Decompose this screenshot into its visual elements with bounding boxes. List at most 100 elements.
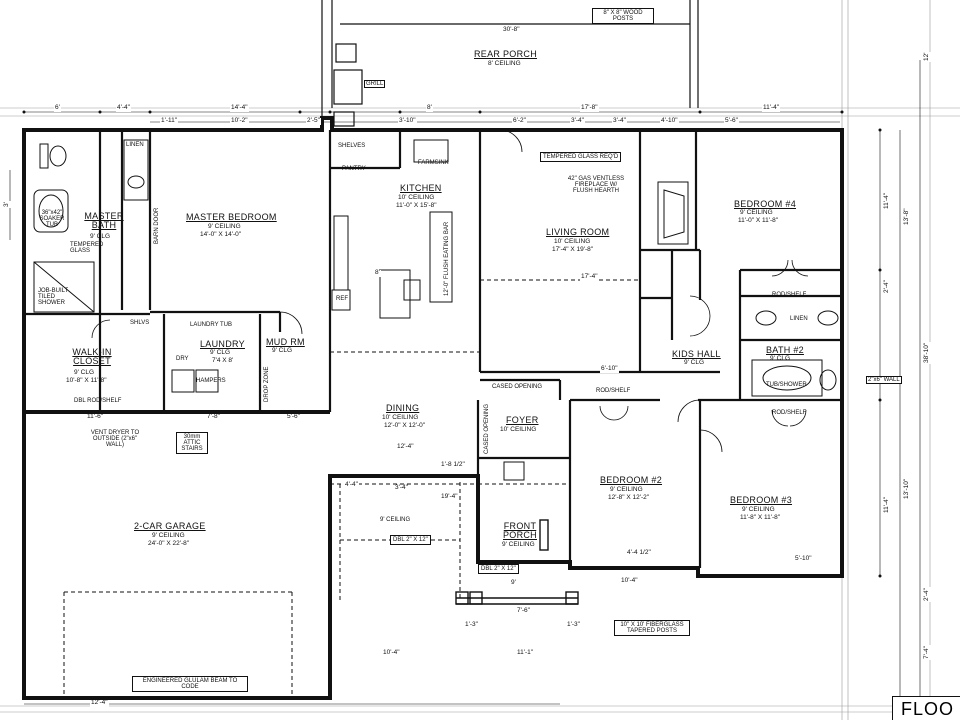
- dining-size: 12'-0" X 12'-0": [384, 422, 426, 429]
- sheet-label: FLOO: [891, 696, 960, 720]
- cased-opening-vert: CASED OPENING: [484, 403, 490, 454]
- kids-hall-label: KIDS HALL: [672, 349, 721, 359]
- master-bedroom-ceiling: 9' CEILING: [208, 223, 241, 230]
- dim-int-7: 19'-4": [440, 493, 459, 501]
- bath2-label: BATH #2: [766, 345, 804, 355]
- dim-left-0: 3': [3, 201, 11, 208]
- dim-top-5: 8': [426, 104, 433, 112]
- bedroom2-label: BEDROOM #2: [600, 475, 663, 485]
- dim-top-1: 4'-4": [116, 104, 131, 112]
- foyer-label: FOYER: [506, 415, 539, 425]
- dim-int-17: 17'-4": [580, 273, 599, 281]
- dbl-rod-shelf-note: DBL ROD/SHELF: [74, 398, 122, 404]
- fireplace-note: 42" GAS VENTLESS FIREPLACE W/ FLUSH HEAR…: [567, 176, 625, 194]
- bedroom3-ceiling: 9' CEILING: [742, 506, 775, 513]
- bedroom2-ceiling: 9' CEILING: [610, 486, 643, 493]
- cased-opening-note: CASED OPENING: [492, 384, 543, 390]
- dining-ceiling: 10' CEILING: [382, 414, 419, 421]
- dim-int-5: 4'-4": [344, 481, 359, 489]
- tempered-glass-note: TEMPERED GLASS: [70, 242, 104, 254]
- dim-int-1: 7'-8": [206, 413, 221, 421]
- eating-bar-note: 12'-0" FLUSH EATING BAR: [444, 221, 450, 296]
- dim-right-8: 7'-4": [923, 645, 931, 660]
- porch-ceiling-note: 9' CEILING: [380, 517, 411, 523]
- kitchen-size: 11'-0" X 15'-8": [396, 202, 437, 209]
- wall-2x6-note: 2"x6" WALL: [866, 376, 902, 384]
- garage-ceiling: 9' CEILING: [152, 532, 185, 539]
- shelves-note: SHELVES: [338, 143, 366, 149]
- front-porch-ceiling: 9' CEILING: [502, 541, 535, 548]
- dim-right-3: 2'-4": [883, 279, 891, 294]
- dim-top-7: 11'-4": [762, 104, 781, 112]
- dim-int-13: 7'-6": [516, 607, 531, 615]
- front-porch-label: FRONT PORCH: [502, 521, 537, 540]
- attic-stairs-note: 30mm ATTIC STAIRS: [176, 432, 208, 454]
- dim-right-7: 2'-4": [923, 587, 931, 602]
- bedroom4-size: 11'-0" X 11'-8": [738, 217, 779, 224]
- dbl-2x12-note-2: DBL 2" X 12": [478, 564, 519, 574]
- dim-right-0: 12': [923, 51, 931, 62]
- dim-int-8: 4'-4 1/2": [626, 549, 652, 557]
- dim-int-14: 1'-3": [464, 621, 479, 629]
- bedroom4-ceiling: 9' CEILING: [740, 209, 773, 216]
- laundry-label: LAUNDRY: [200, 339, 245, 349]
- mud-rm-ceiling: 9' CLG: [272, 347, 293, 354]
- dbl-2x12-note-1: DBL 2" X 12": [390, 535, 431, 545]
- vent-dryer-note: VENT DRYER TO OUTSIDE (2"x6" WALL): [90, 430, 140, 448]
- master-bedroom-size: 14'-0" X 14'-0": [200, 231, 242, 238]
- dim-bottom-0: 12'-4": [90, 699, 109, 707]
- rear-porch-label: REAR PORCH: [474, 49, 538, 59]
- dim-top-4: 3'-10": [398, 117, 417, 125]
- bedroom3-label: BEDROOM #3: [730, 495, 793, 505]
- walk-in-closet-size: 10'-8" X 11'-8": [66, 377, 107, 384]
- farmsink-note: FARMSINK: [418, 160, 449, 166]
- living-room-size: 17'-4" X 19'-8": [552, 246, 594, 253]
- dim-int-2: 5'-6": [286, 413, 301, 421]
- dim-int-3: 12'-4": [396, 443, 415, 451]
- tiled-shower-note: JOB-BUILT TILED SHOWER: [38, 288, 69, 306]
- laundry-ceiling: 9' CLG: [210, 349, 231, 356]
- kitchen-ceiling: 10' CEILING: [398, 194, 435, 201]
- dim-right-5: 13'-10": [903, 477, 911, 500]
- living-room-ceiling: 10' CEILING: [554, 238, 591, 245]
- dim-int-9: 5'-10": [794, 555, 813, 563]
- dim-right-2: 13'-8": [903, 207, 911, 226]
- ref-note: REF: [336, 296, 348, 302]
- barn-door-note: BARN DOOR: [154, 207, 160, 244]
- linen2-note: LINEN: [790, 316, 808, 322]
- dim-top2-1: 10'-2": [230, 117, 249, 125]
- dryer-note: DRY: [176, 356, 189, 362]
- rear-porch-ceiling: 8' CEILING: [488, 60, 521, 67]
- wood-posts-note: 8" X 8" WOOD POSTS: [592, 8, 654, 24]
- dim-int-0: 11'-6": [86, 413, 105, 421]
- master-bath-label: MASTER BATH: [84, 211, 124, 230]
- dim-top-6: 17'-8": [580, 104, 599, 112]
- rod-shelf-2: ROD/SHELF: [772, 410, 807, 416]
- dim-top2-5: 4'-10": [660, 117, 679, 125]
- rod-shelf-1: ROD/SHELF: [772, 292, 807, 298]
- dim-int-10: 6'-10": [600, 365, 619, 373]
- dim-int-12: 10'-4": [620, 577, 639, 585]
- pantry-note: PANTRY: [342, 166, 366, 172]
- soaker-tub-note: 36"x42" SOAKER TUB: [39, 210, 65, 228]
- dim-int-18: 9': [510, 579, 517, 587]
- dim-top-3: 2'-5": [306, 117, 321, 125]
- dim-top-0: 6': [54, 104, 61, 112]
- dim-top2-4: 3'-4": [612, 117, 627, 125]
- laundry-size: 7'4 X 8': [212, 357, 234, 364]
- garage-label: 2-CAR GARAGE: [134, 521, 206, 531]
- glulam-beam-note: ENGINEERED GLULAM BEAM TO CODE: [132, 676, 248, 692]
- dim-right-1: 11'-4": [883, 191, 891, 210]
- foyer-ceiling: 10' CEILING: [500, 426, 537, 433]
- master-bath-ceiling: 9' CLG: [90, 233, 111, 240]
- dim-right-6: 11'-4": [883, 495, 891, 514]
- porch-width-dim: 30'-8": [502, 26, 521, 34]
- mud-rm-label: MUD RM: [266, 337, 305, 347]
- kids-hall-ceiling: 9' CLG: [684, 359, 705, 366]
- hampers-note: HAMPERS: [196, 378, 226, 384]
- dim-right-4: 38'-10": [923, 341, 931, 364]
- tub-shower-note: TUB/SHOWER: [766, 382, 807, 388]
- bedroom4-label: BEDROOM #4: [734, 199, 797, 209]
- fiberglass-posts-note: 10" X 10' FIBERGLASS TAPERED POSTS: [614, 620, 690, 636]
- bedroom2-size: 12'-8" X 12'-2": [608, 494, 650, 501]
